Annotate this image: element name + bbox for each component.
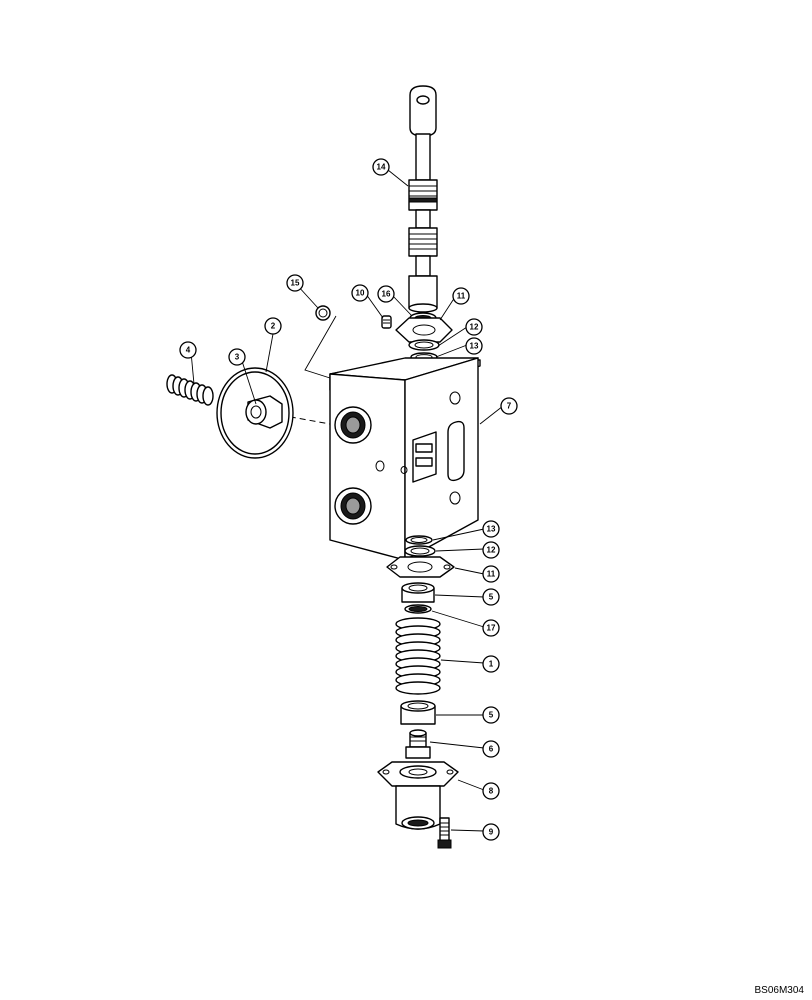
svg-text:1: 1 — [489, 660, 494, 669]
svg-text:13: 13 — [470, 342, 479, 351]
callout-11-upper: 11 — [452, 287, 470, 305]
callout-14: 14 — [372, 158, 390, 176]
svg-text:4: 4 — [186, 346, 191, 355]
cap-part-8 — [377, 761, 459, 830]
callout-16: 16 — [377, 285, 395, 303]
svg-text:5: 5 — [489, 593, 494, 602]
spring-seat-part-5-lower — [400, 700, 436, 725]
seal-part-15 — [315, 305, 331, 321]
svg-text:10: 10 — [356, 289, 365, 298]
plug-part-3 — [245, 395, 283, 429]
callout-5-upper: 5 — [482, 588, 500, 606]
callout-17: 17 — [482, 619, 500, 637]
svg-text:9: 9 — [489, 828, 494, 837]
svg-text:12: 12 — [470, 323, 479, 332]
screw-part-9 — [437, 817, 452, 849]
bolt-part-6 — [405, 729, 431, 759]
svg-text:7: 7 — [507, 402, 512, 411]
callout-1: 1 — [482, 655, 500, 673]
svg-text:6: 6 — [489, 745, 494, 754]
drawing-reference-code: BS06M304 — [754, 985, 804, 996]
callout-12-lower: 12 — [482, 541, 500, 559]
callout-7: 7 — [500, 397, 518, 415]
svg-text:5: 5 — [489, 711, 494, 720]
assembly-axis-line — [279, 414, 331, 425]
svg-text:15: 15 — [291, 279, 300, 288]
svg-text:17: 17 — [487, 624, 496, 633]
upper-seal-stack — [381, 312, 453, 362]
callout-6: 6 — [482, 740, 500, 758]
svg-text:2: 2 — [271, 322, 276, 331]
seal-15-assembly-line — [304, 315, 337, 379]
callout-3: 3 — [228, 348, 246, 366]
lower-seal-stack — [386, 535, 455, 614]
valve-body-part-7 — [329, 357, 481, 561]
svg-text:13: 13 — [487, 525, 496, 534]
callout-8: 8 — [482, 782, 500, 800]
callout-10: 10 — [351, 284, 369, 302]
svg-text:8: 8 — [489, 787, 494, 796]
spool-part-14 — [408, 85, 438, 313]
svg-text:14: 14 — [377, 163, 386, 172]
callout-5-lower: 5 — [482, 706, 500, 724]
svg-text:3: 3 — [235, 353, 240, 362]
spring-part-1 — [395, 617, 441, 695]
spring-part-4 — [166, 374, 214, 406]
callout-15: 15 — [286, 274, 304, 292]
callout-13-lower: 13 — [482, 520, 500, 538]
svg-text:11: 11 — [457, 292, 466, 301]
callout-11-lower: 11 — [482, 565, 500, 583]
svg-text:11: 11 — [487, 570, 496, 579]
svg-text:16: 16 — [382, 290, 391, 299]
callout-12-upper: 12 — [465, 318, 483, 336]
svg-text:12: 12 — [487, 546, 496, 555]
callout-4: 4 — [179, 341, 197, 359]
callout-2: 2 — [264, 317, 282, 335]
callout-13-upper: 13 — [465, 337, 483, 355]
callout-9: 9 — [482, 823, 500, 841]
